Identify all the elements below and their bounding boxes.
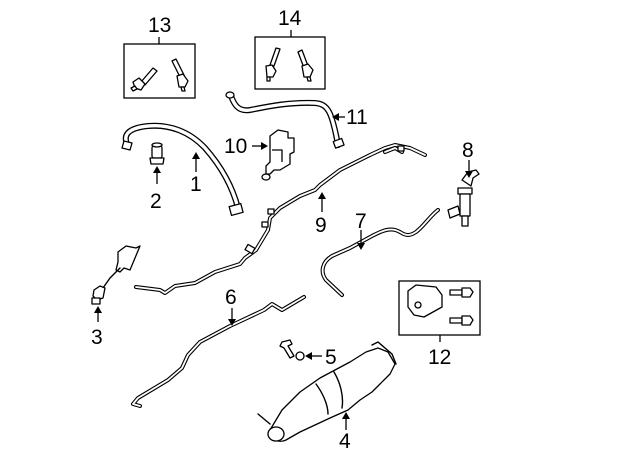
callout-12: 12	[428, 346, 451, 369]
part-7-arrowhead	[357, 243, 365, 250]
part-14-group[interactable]: 14	[254, 7, 326, 90]
part-6-arrowhead	[228, 319, 236, 326]
part-13-group[interactable]: 13	[123, 14, 196, 99]
part-12-bracket	[407, 284, 443, 318]
part-2-fitting[interactable]	[149, 142, 165, 165]
part-12-bolt-a	[449, 287, 474, 298]
part-12-bolt-b	[449, 315, 474, 326]
part-10-valve[interactable]	[261, 129, 295, 181]
part-9-line[interactable]	[134, 143, 427, 295]
part-11-arrowhead	[332, 113, 339, 121]
callout-7: 7	[355, 210, 367, 233]
part-5-arrowhead	[305, 352, 312, 360]
callout-11: 11	[346, 106, 368, 129]
part-2-arrowhead	[153, 166, 161, 173]
callout-2: 2	[150, 190, 162, 213]
part-12-group[interactable]: 12	[398, 280, 481, 369]
part-4-canister[interactable]	[257, 341, 397, 442]
part-7-line[interactable]	[320, 208, 440, 297]
callout-5: 5	[325, 346, 337, 369]
part-5-pin[interactable]	[279, 339, 305, 361]
callout-13: 13	[148, 14, 171, 37]
callout-3: 3	[91, 326, 103, 349]
part-4-arrowhead	[342, 412, 350, 419]
part-14-bolt-a	[265, 47, 281, 82]
part-13-bolt-a	[130, 67, 158, 92]
part-11-hose[interactable]	[225, 91, 345, 149]
part-8-valve[interactable]	[447, 169, 480, 227]
part-10-arrowhead	[261, 142, 268, 150]
part-9-arrowhead	[318, 192, 326, 199]
callout-9: 9	[315, 214, 327, 237]
callout-6: 6	[225, 286, 237, 309]
part-3-sensor[interactable]	[91, 245, 141, 305]
part-6-line[interactable]	[131, 295, 306, 408]
callout-4: 4	[339, 430, 351, 453]
part-14-bolt-b	[297, 49, 314, 82]
callout-14: 14	[278, 7, 302, 30]
callout-10: 10	[224, 135, 247, 158]
part-8-arrowhead	[465, 171, 473, 178]
callout-1: 1	[190, 173, 202, 196]
part-14-box	[254, 36, 326, 90]
part-3-arrowhead	[94, 306, 102, 313]
callout-8: 8	[462, 139, 474, 162]
part-1-arrowhead	[192, 152, 200, 159]
part-1-hose[interactable]	[121, 122, 244, 217]
part-13-bolt-b	[171, 58, 189, 92]
